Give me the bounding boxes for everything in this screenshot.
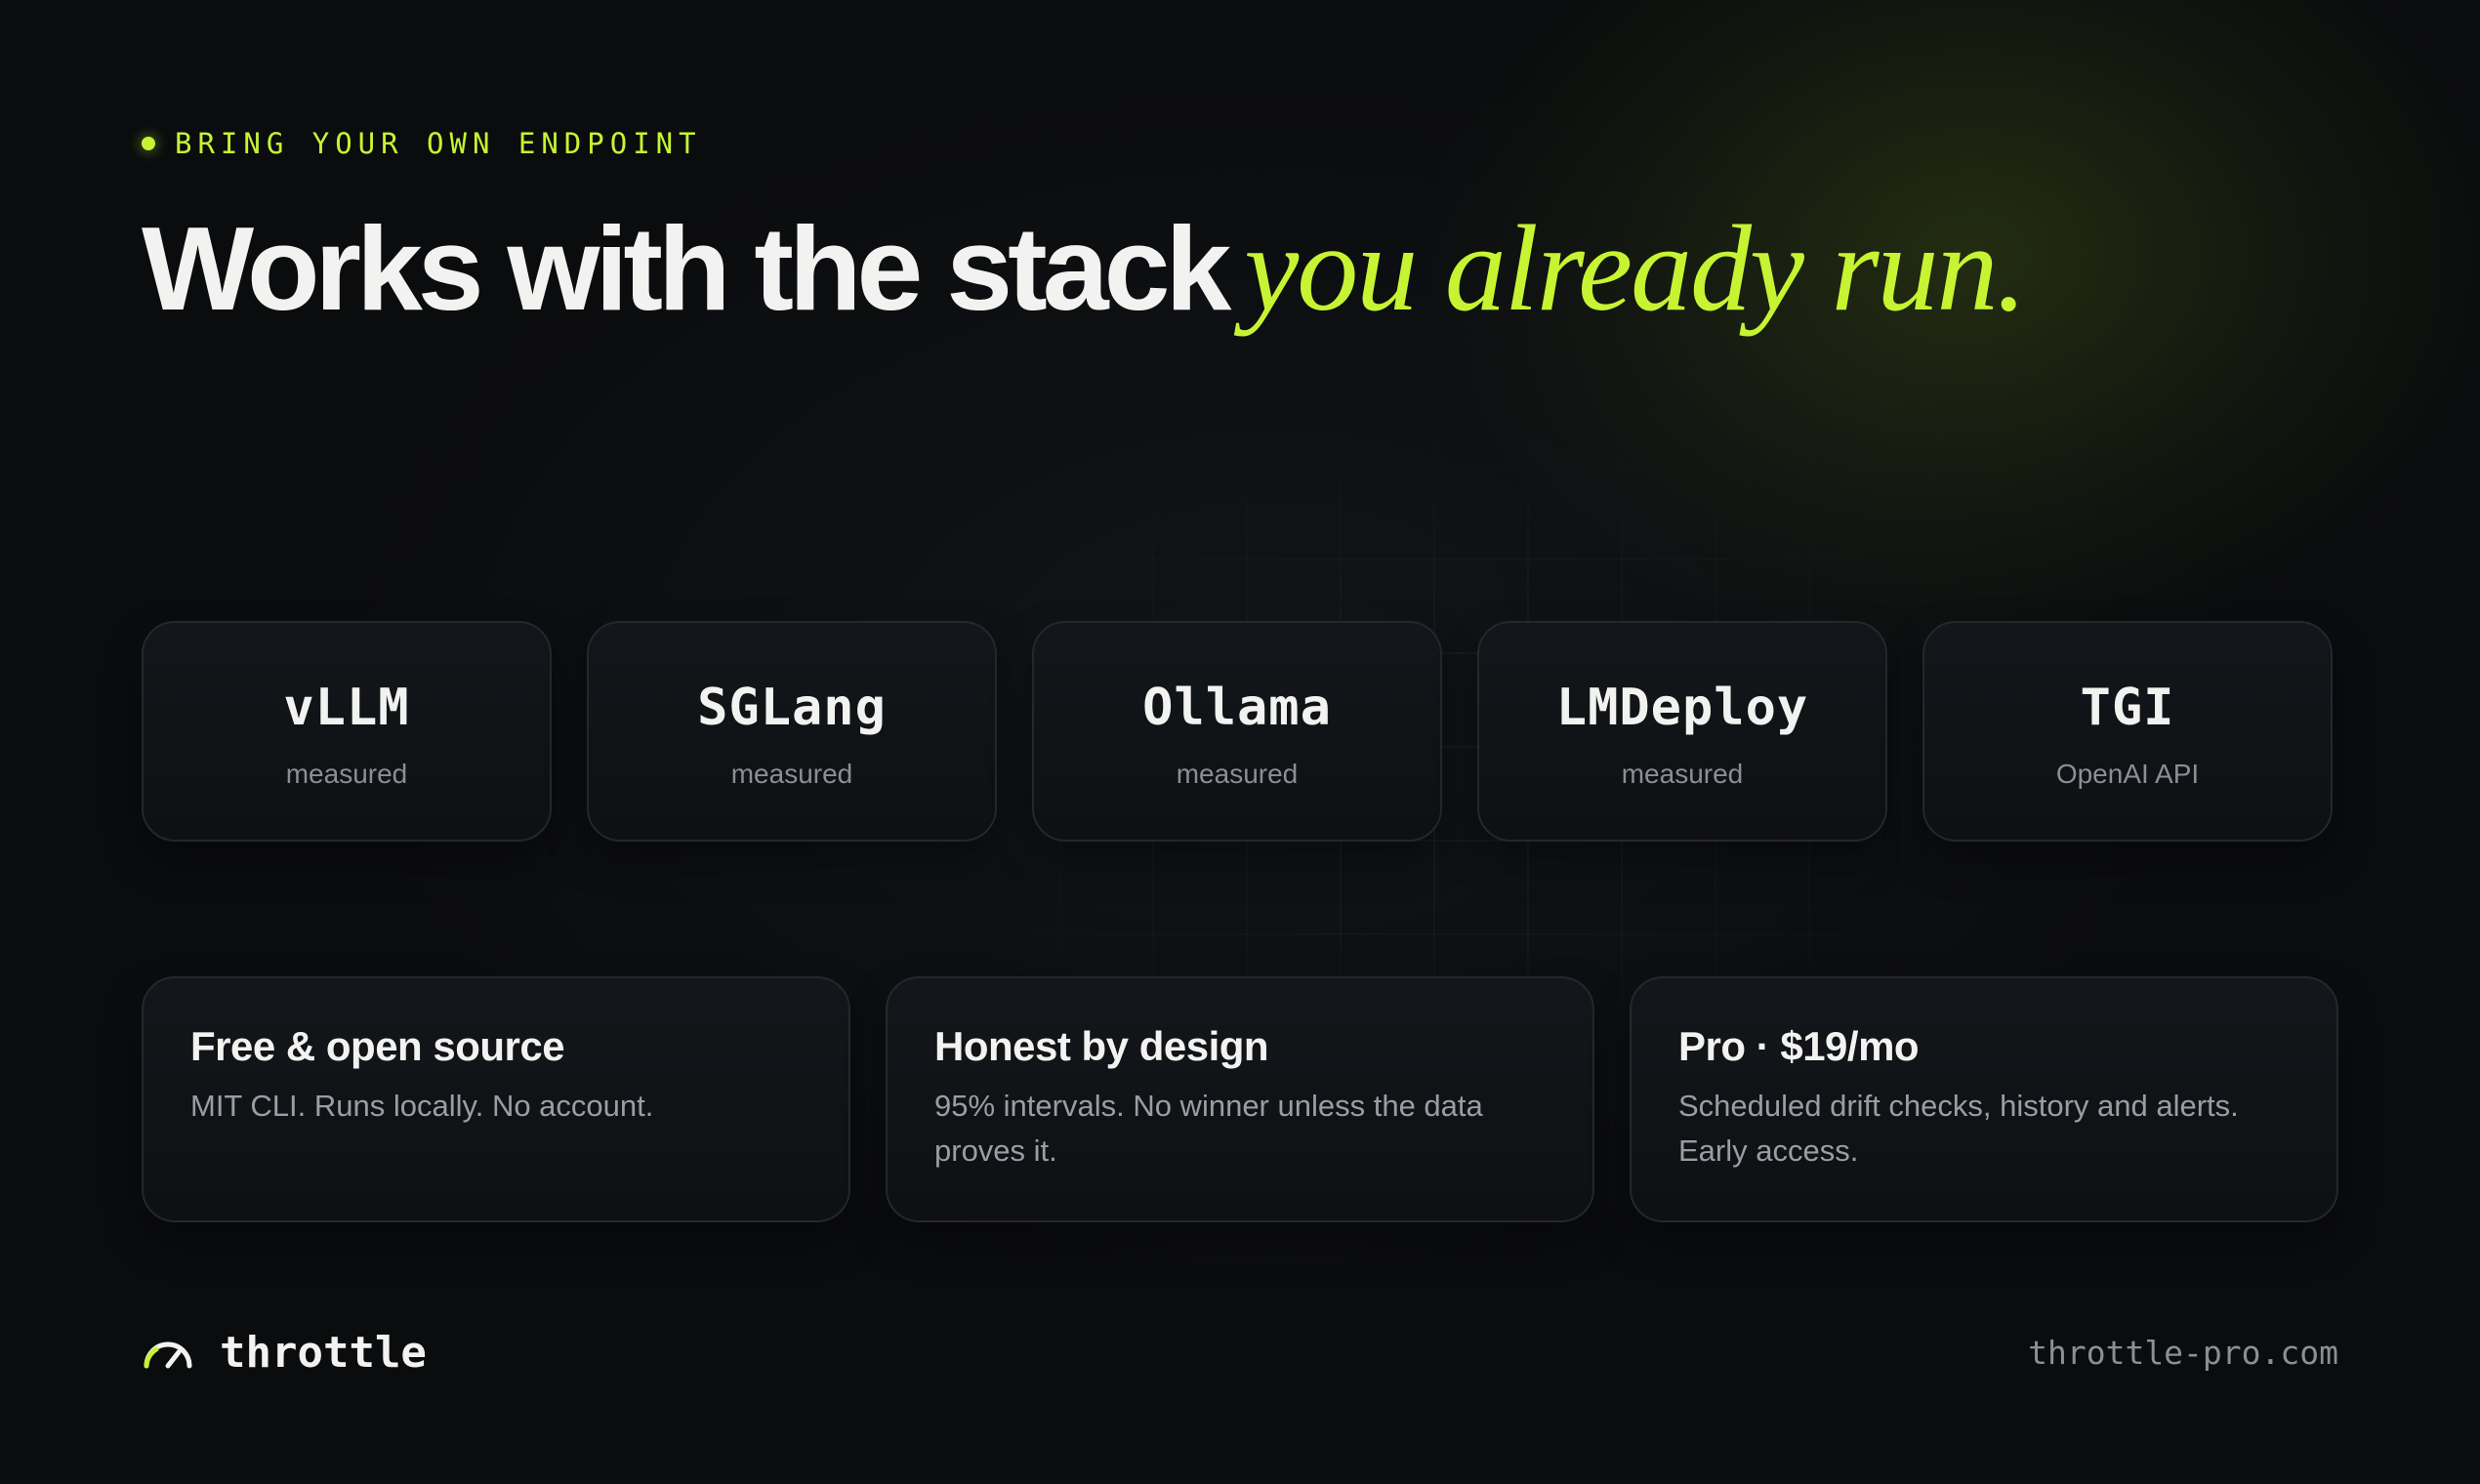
footer-brand[interactable]: throttle xyxy=(142,1328,427,1378)
engine-card-lmdeploy[interactable]: LMDeploy measured xyxy=(1477,621,1887,842)
accent-dot-icon xyxy=(142,137,155,150)
feature-title: Pro · $19/mo xyxy=(1678,1023,1920,1069)
engine-name: vLLM xyxy=(283,679,410,737)
engine-card-vllm[interactable]: vLLM measured xyxy=(142,621,552,842)
engine-name: Ollama xyxy=(1142,679,1332,737)
feature-card-honest-design[interactable]: Honest by design 95% intervals. No winne… xyxy=(886,976,1594,1222)
headline-main: Works with the stack xyxy=(142,202,1231,335)
feature-card-open-source[interactable]: Free & open source MIT CLI. Runs locally… xyxy=(142,976,850,1222)
engine-list: vLLM measured SGLang measured Ollama mea… xyxy=(142,621,2333,842)
feature-description: 95% intervals. No winner unless the data… xyxy=(934,1089,1483,1168)
gauge-icon xyxy=(144,1341,192,1368)
feature-list: Free & open source MIT CLI. Runs locally… xyxy=(142,976,2338,1222)
engine-status: measured xyxy=(1176,759,1299,789)
footer-url-link[interactable]: throttle-pro.com xyxy=(2028,1334,2338,1372)
feature-description: Scheduled drift checks, history and aler… xyxy=(1678,1089,2239,1168)
engine-status: measured xyxy=(730,759,853,789)
engine-card-ollama[interactable]: Ollama measured xyxy=(1032,621,1442,842)
engine-name: TGI xyxy=(2080,679,2175,737)
engine-status: measured xyxy=(1621,759,1744,789)
engine-status: OpenAI API xyxy=(2055,759,2200,789)
feature-title: Honest by design xyxy=(934,1023,1269,1069)
feature-description: MIT CLI. Runs locally. No account. xyxy=(190,1089,654,1123)
engine-name: LMDeploy xyxy=(1555,679,1809,737)
brand-name: throttle xyxy=(220,1328,427,1378)
engine-status: measured xyxy=(285,759,408,789)
headline-accent: you already run. xyxy=(1244,201,2027,337)
feature-card-pro-plan[interactable]: Pro · $19/mo Scheduled drift checks, his… xyxy=(1630,976,2338,1222)
eyebrow: BRING YOUR OWN ENDPOINT xyxy=(142,127,702,160)
eyebrow-text: BRING YOUR OWN ENDPOINT xyxy=(175,127,702,160)
engine-card-tgi[interactable]: TGI OpenAI API xyxy=(1922,621,2333,842)
engine-card-sglang[interactable]: SGLang measured xyxy=(587,621,997,842)
feature-title: Free & open source xyxy=(190,1023,565,1069)
engine-name: SGLang xyxy=(697,679,887,737)
